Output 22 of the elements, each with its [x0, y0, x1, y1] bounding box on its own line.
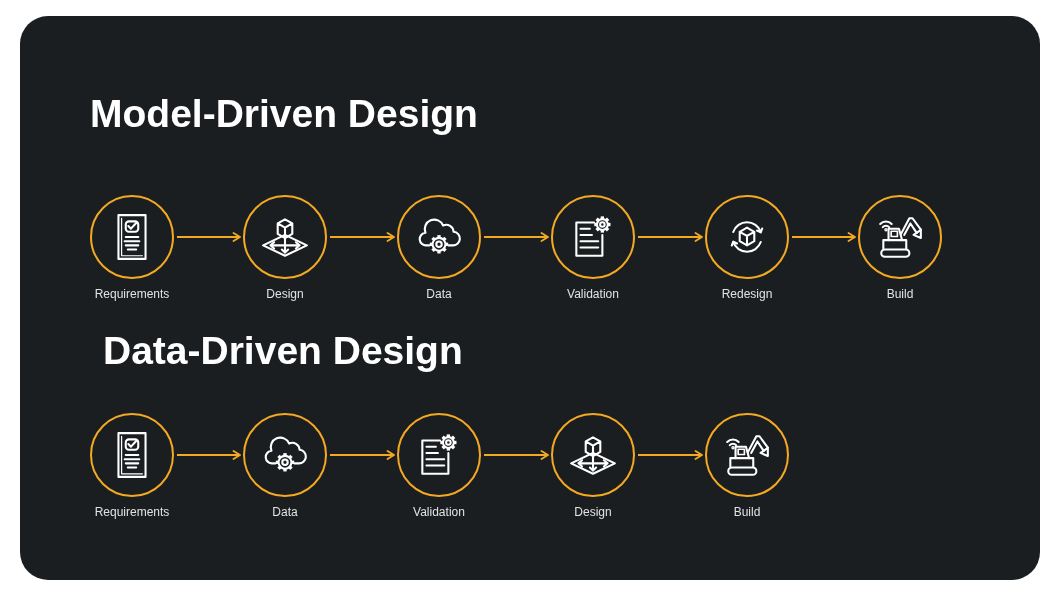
arrow: [329, 232, 395, 242]
arrow: [329, 450, 395, 460]
arrow: [637, 232, 703, 242]
section-heading: Data-Driven Design: [103, 331, 463, 370]
step-label: Design: [574, 505, 612, 519]
step-label: Redesign: [721, 287, 773, 301]
step-label: Data: [426, 287, 452, 301]
arrow: [176, 450, 241, 460]
step-label: Build: [886, 287, 914, 301]
arrow: [791, 232, 856, 242]
step-label: Requirements: [94, 287, 170, 301]
arrow: [483, 232, 549, 242]
step-label: Design: [266, 287, 304, 301]
step-label: Data: [272, 505, 298, 519]
arrow: [637, 450, 703, 460]
section-heading: Model-Driven Design: [90, 94, 478, 133]
step-label: Build: [733, 505, 761, 519]
step-label: Validation: [413, 505, 465, 519]
arrow: [483, 450, 549, 460]
step-label: Validation: [567, 287, 619, 301]
arrow: [176, 232, 241, 242]
step-label: Requirements: [94, 505, 170, 519]
